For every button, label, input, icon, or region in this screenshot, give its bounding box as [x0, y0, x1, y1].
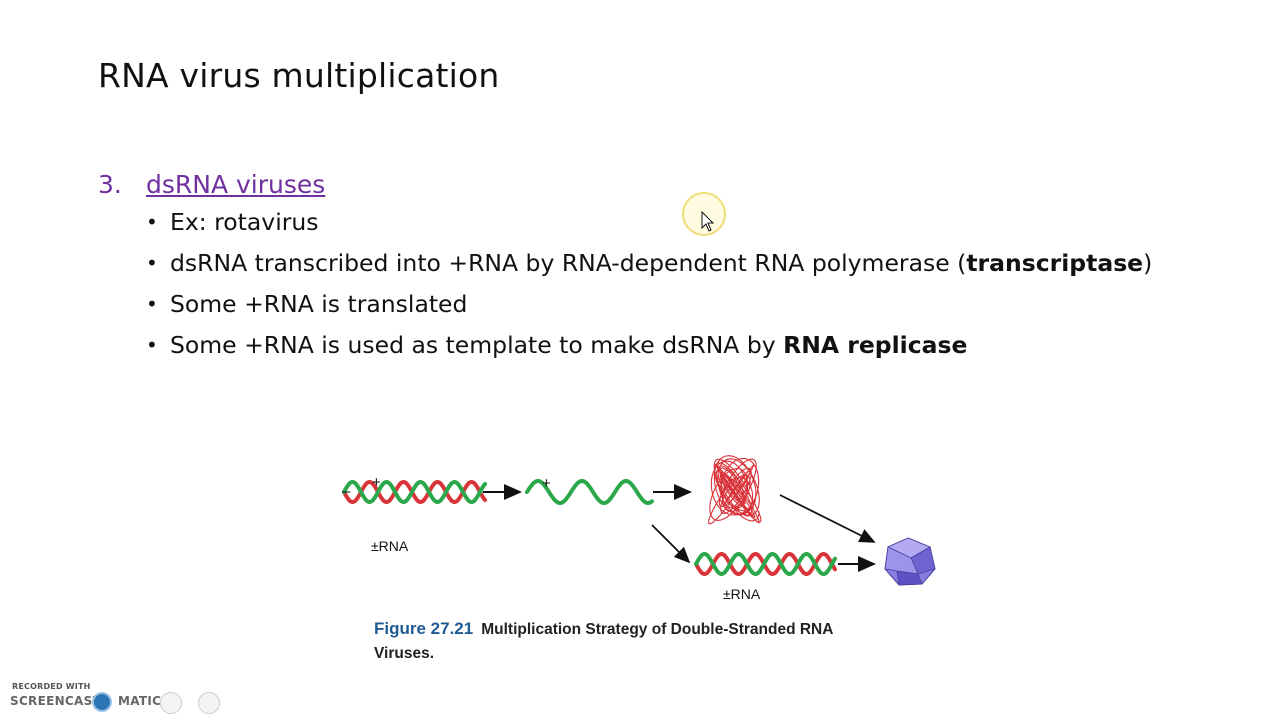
bullet-item: • dsRNA transcribed into +RNA by RNA-depe…	[146, 246, 1198, 281]
pm-rna-label-1: ±RNA	[371, 538, 409, 554]
zoom-icon[interactable]	[160, 692, 182, 714]
bullet-text: Some +RNA is translated	[170, 290, 468, 318]
rna-strand-path	[708, 455, 762, 525]
minus-label-1: –	[342, 483, 351, 500]
pm-rna-label-2: ±RNA	[723, 586, 761, 602]
protein-tangle	[708, 455, 762, 525]
bullet-text: dsRNA transcribed into +RNA by RNA-depen…	[170, 249, 967, 277]
watermark-brand-left: SCREENCAST	[10, 694, 102, 708]
bullet-dot-icon: •	[146, 292, 158, 316]
figure-caption-text: Multiplication Strategy of Double-Strand…	[374, 621, 833, 662]
watermark-logo-icon	[92, 692, 112, 712]
section-title-link[interactable]: dsRNA viruses	[146, 170, 326, 199]
plus-label-1: +	[372, 474, 381, 491]
bullet-item: • Ex: rotavirus	[146, 205, 1198, 240]
arrow-protein-to-capsid	[779, 494, 876, 543]
replication-diagram: + – + ±RNA ±RNA	[342, 455, 936, 602]
section-dsrna: 3. dsRNA viruses • Ex: rotavirus • dsRNA tr…	[98, 170, 1198, 369]
bullet-dot-icon: •	[146, 251, 158, 275]
more-options-icon[interactable]	[198, 692, 220, 714]
watermark-top-text: RECORDED WITH	[12, 682, 91, 691]
rna-strand-path	[342, 480, 487, 504]
plus-label-2: +	[542, 475, 551, 492]
bullet-text: Ex: rotavirus	[170, 208, 319, 236]
bullet-bold-text: RNA replicase	[783, 331, 968, 359]
bullet-list: • Ex: rotavirus • dsRNA transcribed into +R…	[98, 205, 1198, 363]
mouse-pointer-icon	[701, 211, 715, 232]
plus-rna-strand	[525, 478, 654, 506]
bullet-dot-icon: •	[146, 333, 158, 357]
bullet-bold-text: transcriptase	[966, 249, 1144, 277]
bullet-text: )	[1143, 249, 1153, 277]
rna-strand-path	[342, 480, 487, 504]
bullet-item: • Some +RNA is used as template to make d…	[146, 328, 1198, 363]
slide-title: RNA virus multiplication	[98, 56, 500, 95]
figure-number: Figure 27.21	[374, 619, 474, 638]
bullet-item: • Some +RNA is translated	[146, 287, 1198, 322]
dsrna-helix-left	[342, 480, 487, 504]
bullet-dot-icon: •	[146, 210, 158, 234]
bullet-text: Some +RNA is used as template to make ds…	[170, 331, 784, 359]
rna-strand-path	[694, 552, 837, 576]
section-heading: 3. dsRNA viruses	[98, 170, 1198, 199]
rna-strand-path	[525, 478, 654, 506]
section-number: 3.	[98, 170, 122, 199]
screencast-watermark: RECORDED WITH SCREENCAST MATIC	[8, 682, 238, 716]
rna-strand-path	[694, 552, 837, 576]
arrow-replication	[651, 524, 691, 564]
dsrna-helix-right	[694, 552, 837, 576]
capsid-icon	[884, 537, 936, 586]
watermark-brand-right: MATIC	[118, 694, 162, 708]
